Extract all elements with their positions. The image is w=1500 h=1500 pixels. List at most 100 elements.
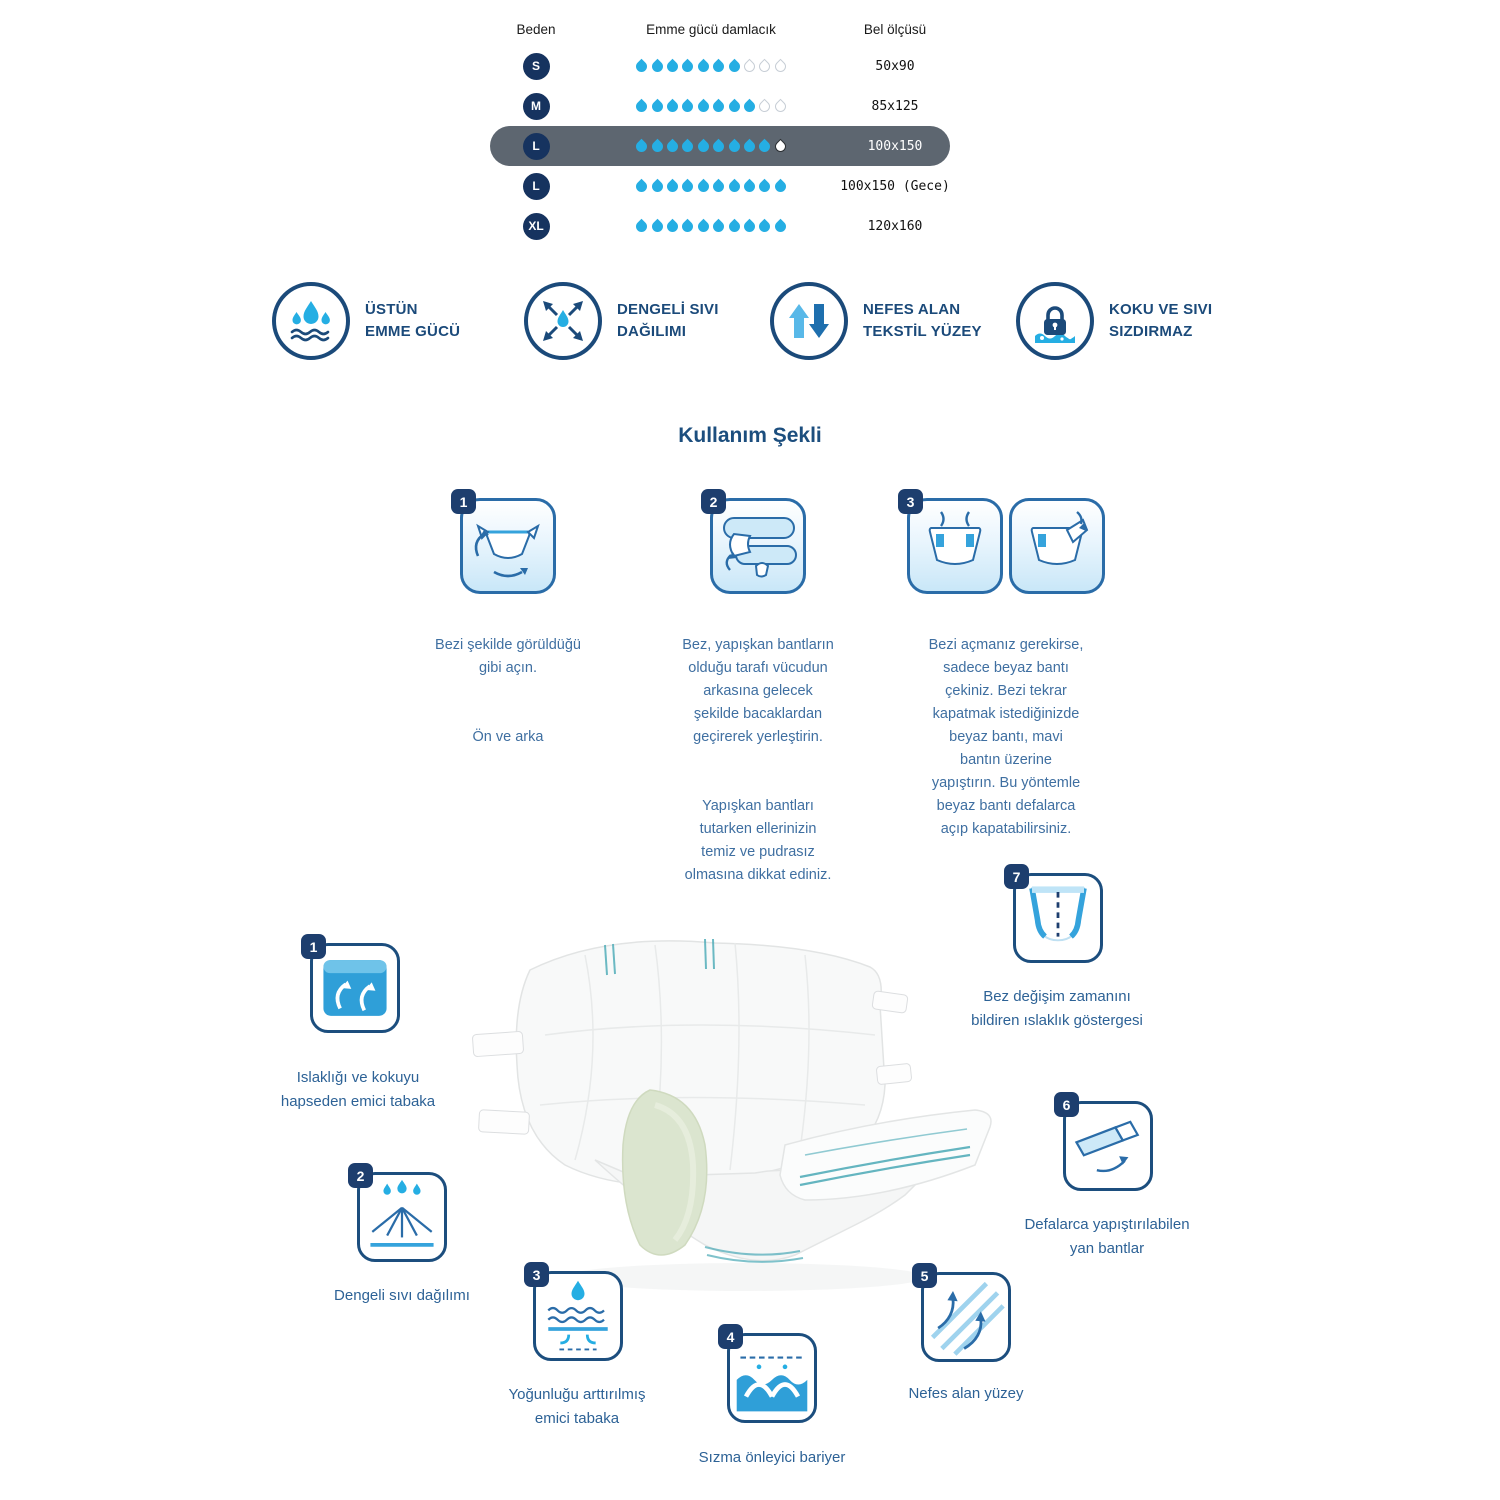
size-row-l-selected: L 100x150	[490, 126, 950, 166]
size-badge: L	[522, 132, 550, 160]
droplet-filled-icon	[726, 98, 742, 114]
size-table-header: Beden Emme gücü damlacık Bel ölçüsü	[490, 12, 950, 46]
waist-size: 100x150	[867, 138, 923, 154]
droplet-filled-icon	[710, 218, 727, 234]
callout-box-2: 2	[348, 1163, 447, 1262]
callout-box-7: 7	[1004, 864, 1103, 963]
droplet-filled-icon	[741, 178, 758, 194]
size-row-xl: XL 120x160	[490, 206, 950, 246]
wetness-indicator-icon	[1029, 886, 1087, 942]
droplet-filled-icon	[741, 218, 758, 234]
callout-box-4: 4	[718, 1324, 817, 1423]
size-badge: XL	[522, 212, 550, 240]
droplet-rating	[582, 126, 840, 166]
header-waist: Bel ölçüsü	[863, 21, 927, 37]
droplet-filled-icon	[634, 218, 650, 234]
callout-label-6: Defalarca yapıştırılabilen yan bantlar	[1024, 1216, 1190, 1257]
feature-absorption: ÜSTÜN EMME GÜCÜ	[272, 282, 460, 360]
callout-number-badge: 2	[348, 1163, 373, 1188]
header-size: Beden	[516, 21, 556, 37]
droplet-empty-icon	[772, 98, 788, 114]
step-number-badge: 2	[701, 489, 726, 514]
droplet-filled-icon	[741, 98, 758, 114]
breathable-icon	[789, 304, 829, 338]
droplet-filled-icon	[710, 178, 727, 194]
droplet-filled-icon	[710, 98, 727, 114]
droplet-filled-icon	[634, 138, 650, 154]
absorption-icon	[290, 301, 330, 342]
droplet-filled-icon	[680, 178, 696, 194]
tape-open-illustration	[928, 511, 982, 565]
feature-distribution: DENGELİ SIVI DAĞILIMI	[524, 282, 719, 360]
waist-size: 50x90	[875, 58, 915, 74]
droplet-filled-icon	[680, 218, 696, 234]
droplet-filled-icon	[634, 178, 650, 194]
callout-number-badge: 1	[301, 934, 326, 959]
droplet-filled-icon	[726, 58, 742, 74]
droplet-filled-icon	[695, 218, 712, 234]
droplet-empty-icon	[772, 58, 788, 74]
step-3-illustration-box-open: 3	[898, 489, 1003, 594]
droplet-filled-icon	[649, 58, 665, 74]
usage-step-3: 3 Bezi açmanız ge	[886, 489, 1126, 887]
callout-label-3: Yoğunluğu arttırılmış emici tabaka	[508, 1386, 646, 1427]
step-paragraph: Bezi açmanız gerekirse, sadece beyaz ban…	[928, 637, 1084, 837]
usage-step-2: 2 Bez, yapışkan bantların olduğu tarafı …	[648, 489, 868, 933]
tape-close-illustration	[1030, 511, 1089, 565]
callout-label-5: Nefes alan yüzey	[908, 1385, 1024, 1402]
droplet-rating	[582, 86, 840, 126]
droplet-filled-icon	[634, 98, 650, 114]
waist-size: 85x125	[871, 98, 919, 114]
refastenable-tapes-icon	[1074, 1120, 1140, 1173]
droplet-filled-icon	[664, 58, 681, 74]
diaper-product-image	[472, 938, 992, 1291]
droplet-filled-icon	[649, 178, 665, 194]
droplet-filled-icon	[680, 138, 696, 154]
callout-label-4: Sızma önleyici bariyer	[698, 1449, 846, 1466]
droplet-rating	[582, 46, 840, 86]
size-badge: M	[522, 92, 550, 120]
step-paragraph: Ön ve arka	[472, 729, 544, 745]
droplet-rating	[582, 166, 840, 206]
callout-box-3: 3	[524, 1262, 623, 1361]
step-paragraph: Bezi şekilde görüldüğü gibi açın.	[435, 637, 581, 676]
droplet-filled-icon	[726, 138, 742, 154]
step-2-text: Bez, yapışkan bantların olduğu tarafı vü…	[648, 611, 868, 933]
feature-label: NEFES ALAN TEKSTİL YÜZEY	[863, 301, 982, 340]
feature-breathable: NEFES ALAN TEKSTİL YÜZEY	[770, 282, 982, 360]
odor-lock-layer-icon	[323, 960, 387, 1016]
feature-label: ÜSTÜN EMME GÜCÜ	[365, 301, 461, 340]
droplet-filled-icon	[649, 138, 665, 154]
callout-number-badge: 5	[912, 1263, 937, 1288]
droplet-filled-icon	[680, 98, 696, 114]
breathable-surface-icon	[930, 1281, 1005, 1356]
waist-size: 120x160	[867, 218, 923, 234]
droplet-filled-icon	[726, 218, 742, 234]
callout-box-6: 6	[1054, 1092, 1153, 1191]
step-2-illustration-box: 2	[701, 489, 806, 594]
droplet-filled-icon	[741, 138, 758, 154]
step-number-badge: 3	[898, 489, 923, 514]
size-badge: S	[522, 52, 550, 80]
droplet-empty-icon	[772, 138, 788, 154]
droplet-filled-icon	[649, 98, 665, 114]
callout-label-7: Bez değişim zamanını bildiren ıslaklık g…	[971, 988, 1143, 1029]
place-diaper-illustration	[723, 517, 797, 578]
step-3-illustration-box-close	[1009, 498, 1105, 594]
step-paragraph: Bez, yapışkan bantların olduğu tarafı vü…	[682, 637, 834, 745]
callout-label-1: Islaklığı ve kokuyu hapseden emici tabak…	[280, 1069, 436, 1110]
droplet-empty-icon	[757, 98, 773, 114]
step-paragraph: Yapışkan bantları tutarken ellerinizin t…	[684, 798, 832, 883]
droplet-filled-icon	[664, 98, 681, 114]
size-table: Beden Emme gücü damlacık Bel ölçüsü S 50…	[490, 12, 950, 246]
leak-barrier-icon	[736, 1356, 808, 1412]
droplet-filled-icon	[772, 178, 788, 194]
droplet-filled-icon	[757, 218, 773, 234]
size-row-l-night: L 100x150 (Gece)	[490, 166, 950, 206]
droplet-filled-icon	[695, 178, 712, 194]
open-diaper-illustration	[474, 523, 540, 578]
liquid-distribution-icon	[370, 1179, 434, 1247]
size-badge: L	[522, 172, 550, 200]
droplet-filled-icon	[664, 178, 681, 194]
usage-step-1: 1 Bezi şekilde görüldüğü gibi açın. Ön v…	[398, 489, 618, 795]
